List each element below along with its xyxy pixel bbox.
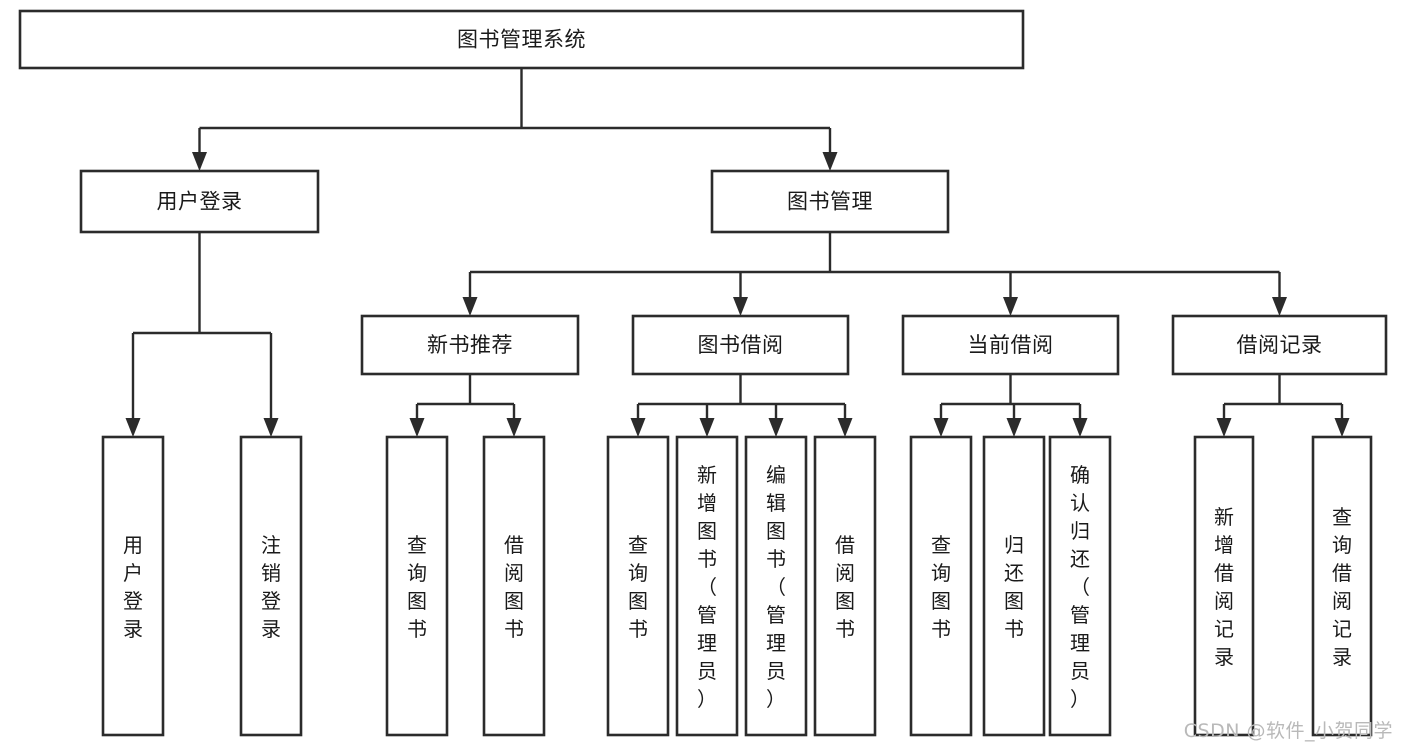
node-leaf-user-logout[interactable]: 注销登录: [239, 435, 303, 737]
connector-group: [409, 374, 522, 437]
node-label: 归还图书: [1004, 533, 1024, 641]
node-leaf-query-book-1[interactable]: 查询图书: [385, 435, 449, 737]
arrow-head-icon: [1272, 297, 1287, 316]
node-label: 当前借阅: [968, 333, 1054, 357]
connector-group: [1216, 374, 1350, 437]
node-label: 查询图书: [931, 533, 951, 641]
arrow-head-icon: [462, 297, 478, 316]
arrow-head-icon: [506, 418, 522, 437]
connector-group: [630, 374, 853, 437]
node-box: [1311, 435, 1373, 737]
node-box: [631, 314, 850, 376]
arrow-head-icon: [1072, 418, 1088, 437]
node-box: [1048, 435, 1112, 737]
connector-group: [462, 232, 1287, 316]
node-borrow-record[interactable]: 借阅记录: [1171, 314, 1388, 376]
arrow-head-icon: [1216, 418, 1232, 437]
node-box: [1171, 314, 1388, 376]
node-box: [675, 435, 739, 737]
node-box: [482, 435, 546, 737]
arrow-head-icon: [409, 418, 425, 437]
node-label: 注销登录: [261, 533, 281, 641]
arrow-head-icon: [933, 418, 949, 437]
node-leaf-return-book[interactable]: 归还图书: [982, 435, 1046, 737]
node-box: [239, 435, 303, 737]
node-box: [744, 435, 808, 737]
node-label: 查询图书: [628, 533, 648, 641]
connector-group: [192, 68, 838, 171]
arrow-head-icon: [263, 418, 279, 437]
node-leaf-query-book-3[interactable]: 查询图书: [909, 435, 973, 737]
node-box: [79, 169, 320, 234]
node-leaf-confirm-return-admin[interactable]: 确认归还（管理员）: [1048, 435, 1112, 737]
arrow-head-icon: [1334, 418, 1350, 437]
node-layer: 图书管理系统用户登录图书管理新书推荐图书借阅当前借阅借阅记录用户登录注销登录查询…: [18, 9, 1388, 737]
arrow-head-icon: [699, 418, 715, 437]
node-box: [901, 314, 1120, 376]
connector-group: [933, 374, 1088, 437]
connector-group: [125, 232, 279, 437]
node-leaf-add-book-admin[interactable]: 新增图书（管理员）: [675, 435, 739, 737]
node-leaf-borrow-book-2[interactable]: 借阅图书: [813, 435, 877, 737]
node-label: 新增借阅记录: [1214, 505, 1234, 669]
node-box: [1193, 435, 1255, 737]
node-label: 图书管理系统: [457, 28, 586, 52]
node-box: [18, 9, 1025, 70]
node-label: 图书借阅: [698, 333, 784, 357]
node-box: [982, 435, 1046, 737]
node-label: 借阅图书: [835, 533, 855, 641]
node-label: 新增图书（管理员）: [697, 463, 717, 711]
node-label: 新书推荐: [427, 333, 513, 357]
node-label: 图书管理: [787, 190, 873, 214]
node-label: 确认归还（管理员）: [1070, 463, 1090, 711]
arrow-head-icon: [192, 152, 207, 171]
node-label: 用户登录: [123, 533, 143, 641]
node-box: [101, 435, 165, 737]
node-new-book-recommend[interactable]: 新书推荐: [360, 314, 580, 376]
node-box: [813, 435, 877, 737]
arrow-head-icon: [630, 418, 646, 437]
node-label: 查询图书: [407, 533, 427, 641]
node-box: [710, 169, 950, 234]
node-label: 借阅图书: [504, 533, 524, 641]
node-user-login[interactable]: 用户登录: [79, 169, 320, 234]
node-label: 编辑图书（管理员）: [766, 463, 786, 711]
arrow-head-icon: [125, 418, 141, 437]
node-leaf-query-borrow-record[interactable]: 查询借阅记录: [1311, 435, 1373, 737]
node-book-manage[interactable]: 图书管理: [710, 169, 950, 234]
arrow-head-icon: [768, 418, 784, 437]
node-current-borrow[interactable]: 当前借阅: [901, 314, 1120, 376]
node-box: [606, 435, 670, 737]
arrow-head-icon: [1006, 418, 1022, 437]
arrow-head-icon: [1003, 297, 1018, 316]
connector-layer: [125, 68, 1350, 437]
node-book-borrow[interactable]: 图书借阅: [631, 314, 850, 376]
arrow-head-icon: [822, 152, 838, 171]
arrow-head-icon: [733, 297, 748, 316]
node-box: [909, 435, 973, 737]
node-label: 借阅记录: [1237, 333, 1323, 357]
node-leaf-borrow-book-1[interactable]: 借阅图书: [482, 435, 546, 737]
node-root-图书管理系统[interactable]: 图书管理系统: [18, 9, 1025, 70]
node-leaf-add-borrow-record[interactable]: 新增借阅记录: [1193, 435, 1255, 737]
node-leaf-user-login[interactable]: 用户登录: [101, 435, 165, 737]
arrow-head-icon: [837, 418, 853, 437]
node-box: [360, 314, 580, 376]
node-box: [385, 435, 449, 737]
watermark-label: CSDN @软件_小贺同学: [1183, 720, 1393, 742]
node-leaf-query-book-2[interactable]: 查询图书: [606, 435, 670, 737]
node-label: 查询借阅记录: [1332, 505, 1352, 669]
node-leaf-edit-book-admin[interactable]: 编辑图书（管理员）: [744, 435, 808, 737]
node-label: 用户登录: [157, 190, 243, 214]
